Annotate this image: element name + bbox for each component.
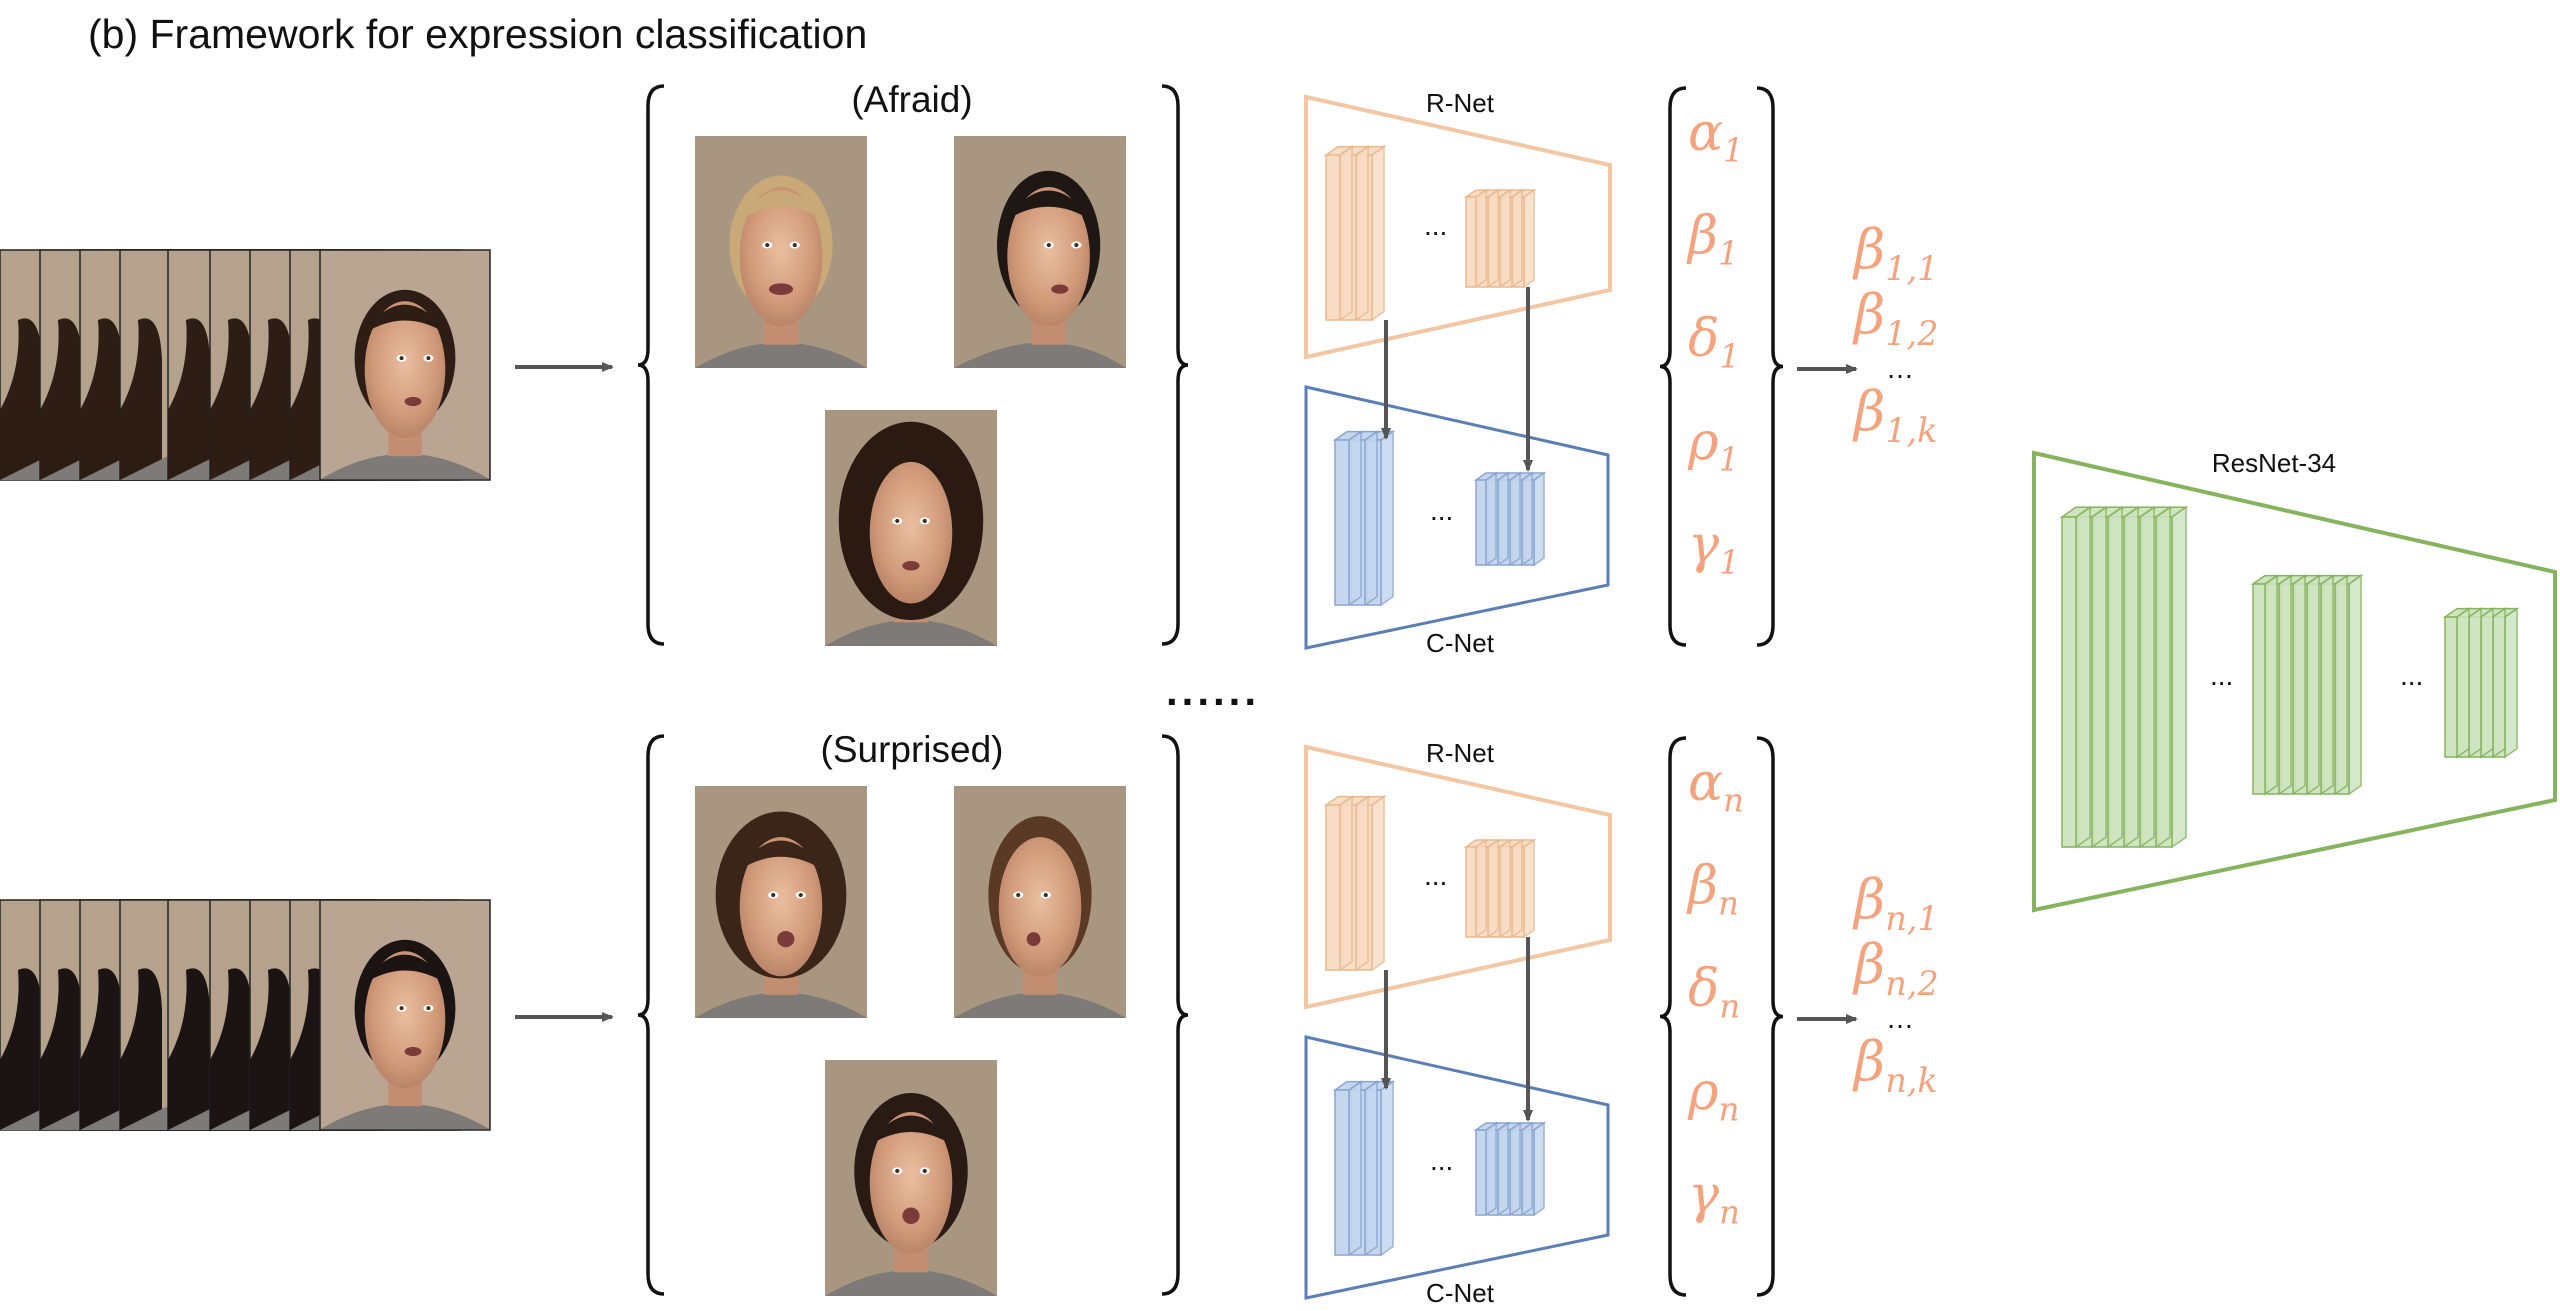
figure-title: (b) Framework for expression classificat…	[88, 11, 867, 57]
face-photo-right-1	[954, 786, 1126, 1018]
input-video-frames-1	[0, 899, 491, 1131]
beta-list-item-0-1: β1,2	[1852, 283, 1938, 353]
c-net-layers-small-0	[1473, 471, 1547, 567]
c-net-label-1: C-Net	[1426, 1278, 1495, 1308]
beta-list-item-0-3: β1,k	[1852, 380, 1937, 450]
face-photo-left-1	[695, 786, 867, 1018]
param-γ-0: γ1	[1688, 515, 1740, 581]
resnet-layers-large	[2059, 505, 2189, 849]
r-net-layers-large-1	[1323, 795, 1387, 972]
expression-label-0: (Afraid)	[851, 79, 972, 120]
c-net-layers-small-1	[1473, 1121, 1547, 1217]
r-net-label-1: R-Net	[1426, 738, 1495, 768]
param-δ-0: δ1	[1688, 309, 1740, 375]
beta-list-item-1-0: βn,1	[1852, 868, 1939, 938]
c-net-block-0: C-Net...	[1304, 287, 1610, 658]
c-net-layers-large-0	[1332, 430, 1396, 607]
face-photo-right-0	[954, 136, 1126, 368]
r-net-layers-large-0	[1323, 145, 1387, 322]
row-afraid: (Afraid)R-Net...C-Net...α1β1δ1ρ1γ1β1,1β1…	[0, 79, 1938, 658]
beta-list-ellipsis-0: …	[1886, 353, 1914, 384]
input-video-frames-0-front-frame	[321, 251, 489, 479]
r-net-block-1: R-Net...	[1304, 738, 1612, 1010]
param-β-1: βn	[1686, 856, 1739, 922]
resnet-layers-small	[2442, 607, 2520, 759]
left-brace-params-1	[1659, 736, 1687, 1297]
c-net-block-1: C-Net...	[1304, 937, 1610, 1308]
r-net-ellipsis-1: ...	[1424, 860, 1447, 891]
beta-list-item-1-3: βn,k	[1852, 1030, 1938, 1100]
left-brace-faces-0	[637, 84, 665, 646]
param-α-1: αn	[1688, 753, 1744, 819]
param-δ-1: δn	[1688, 959, 1740, 1025]
resnet-ellipsis-1: ...	[2210, 660, 2233, 691]
left-brace-faces-1	[637, 734, 665, 1296]
c-net-ellipsis-0: ...	[1430, 495, 1453, 526]
row-surprised: (Surprised)R-Net...C-Net...αnβnδnρnγnβn,…	[0, 729, 1939, 1308]
face-photo-left-0	[695, 136, 867, 368]
left-brace-params-0	[1659, 86, 1687, 647]
c-net-label-0: C-Net	[1426, 628, 1495, 658]
resnet-layers-mid	[2250, 574, 2364, 796]
r-net-layers-small-1	[1463, 838, 1537, 939]
param-γ-1: γn	[1688, 1165, 1740, 1231]
beta-list-item-0-0: β1,1	[1852, 218, 1938, 288]
r-net-label-0: R-Net	[1426, 88, 1495, 118]
r-net-ellipsis-0: ...	[1424, 210, 1447, 241]
row-separator: ......	[1166, 667, 1260, 714]
input-video-frames-1-front-frame	[321, 901, 489, 1129]
beta-list-item-1-1: βn,2	[1852, 933, 1939, 1003]
r-net-layers-small-0	[1463, 188, 1537, 289]
resnet-ellipsis-2: ...	[2400, 660, 2423, 691]
param-ρ-0: ρ1	[1687, 412, 1739, 478]
right-brace-params-0	[1756, 86, 1784, 647]
right-brace-faces-0	[1161, 84, 1189, 646]
resnet-34-block: ResNet-34......	[2032, 448, 2557, 913]
c-net-layers-large-1	[1332, 1080, 1396, 1257]
resnet-34-label: ResNet-34	[2212, 448, 2336, 478]
r-net-block-0: R-Net...	[1304, 88, 1612, 360]
c-net-ellipsis-1: ...	[1430, 1145, 1453, 1176]
expression-label-1: (Surprised)	[821, 729, 1004, 770]
input-video-frames-0	[0, 249, 491, 481]
face-photo-center-1	[825, 1060, 997, 1296]
param-β-0: β1	[1686, 206, 1739, 272]
beta-list-ellipsis-1: …	[1886, 1003, 1914, 1034]
right-brace-params-1	[1756, 736, 1784, 1297]
param-ρ-1: ρn	[1687, 1062, 1739, 1128]
face-photo-center-0	[825, 410, 997, 646]
right-brace-faces-1	[1161, 734, 1189, 1296]
param-α-0: α1	[1688, 103, 1744, 169]
